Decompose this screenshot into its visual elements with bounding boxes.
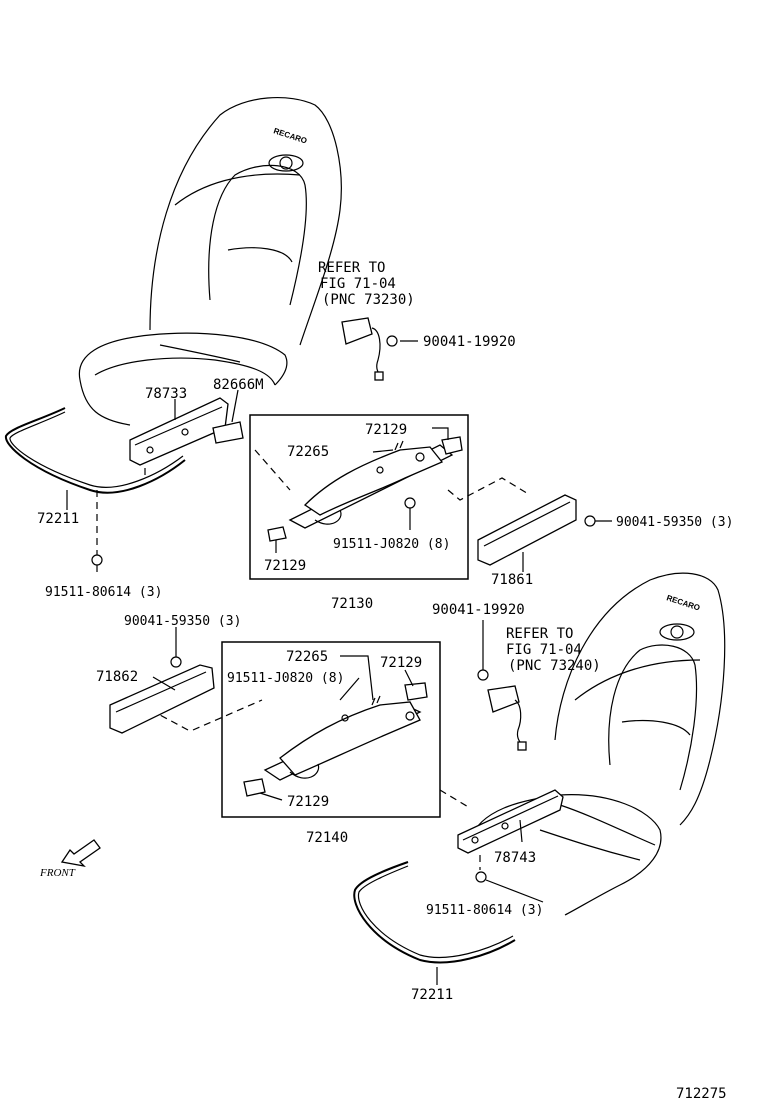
seat-brand-lower: RECARO [665, 593, 701, 612]
refer-note-upper: REFER TO FIG 71-04 (PNC 73230) [318, 260, 415, 308]
figure-number: 712275 [676, 1086, 727, 1102]
upper-seat [78, 97, 342, 426]
part-78743: 78743 [494, 850, 536, 866]
adjuster-rail-72140 [243, 682, 428, 797]
part-72140: 72140 [306, 830, 348, 846]
front-arrow-icon [60, 839, 101, 868]
adjuster-rail-72130 [267, 436, 463, 542]
part-78733: 78733 [145, 386, 187, 402]
lower-seat [469, 572, 726, 916]
rod-72211-upper [4, 407, 186, 494]
rail-71861 [477, 494, 577, 566]
part-71862: 71862 [96, 669, 138, 685]
part-72211-upper: 72211 [37, 511, 79, 527]
part-72211-lower: 72211 [411, 987, 453, 1003]
refer-upper-line1: REFER TO [318, 260, 385, 276]
assembly-box-72130 [249, 414, 469, 580]
front-label: FRONT [39, 867, 76, 879]
part-90041-19920-upper: 90041-19920 [423, 334, 516, 350]
refer-upper-line3: (PNC 73230) [322, 292, 415, 308]
part-72265-b: 72265 [286, 649, 328, 665]
part-72129-a: 72129 [365, 422, 407, 438]
refer-lower-line3: (PNC 73240) [508, 658, 601, 674]
rail-71862 [109, 664, 215, 734]
refer-lower-line2: FIG 71-04 [506, 642, 582, 658]
part-72265-a: 72265 [287, 444, 329, 460]
upper-seat-logo-icon [268, 154, 304, 172]
part-90041-59350-right: 90041-59350 (3) [616, 515, 733, 530]
part-72129-c: 72129 [380, 655, 422, 671]
part-72129-d: 72129 [287, 794, 329, 810]
refer-note-lower: REFER TO FIG 71-04 (PNC 73240) [506, 626, 601, 674]
cushion-bracket-78743 [457, 789, 564, 854]
part-91511-j0820-b: 91511-J0820 (8) [227, 671, 344, 686]
part-91511-80614-upper: 91511-80614 (3) [45, 585, 162, 600]
refer-upper-line2: FIG 71-04 [320, 276, 396, 292]
assembly-box-72140 [221, 641, 441, 818]
clip-82666m [212, 421, 244, 444]
dashed-lines [96, 449, 531, 870]
seatbelt-buckle-lower [487, 685, 527, 751]
seatbelt-buckle-upper [341, 317, 384, 381]
refer-lower-line1: REFER TO [506, 626, 573, 642]
part-72130: 72130 [331, 596, 373, 612]
part-82666m: 82666M [213, 377, 264, 393]
part-71861: 71861 [491, 572, 533, 588]
part-90041-19920-lower: 90041-19920 [432, 602, 525, 618]
rod-72211-lower [353, 861, 516, 964]
part-91511-j0820-a: 91511-J0820 (8) [333, 537, 450, 552]
part-72129-b: 72129 [264, 558, 306, 574]
seat-brand-upper: RECARO [272, 126, 308, 145]
part-90041-59350-left: 90041-59350 (3) [124, 614, 241, 629]
lower-seat-logo-icon [659, 623, 695, 641]
part-91511-80614-lower: 91511-80614 (3) [426, 903, 543, 918]
leader-lines [66, 340, 612, 985]
